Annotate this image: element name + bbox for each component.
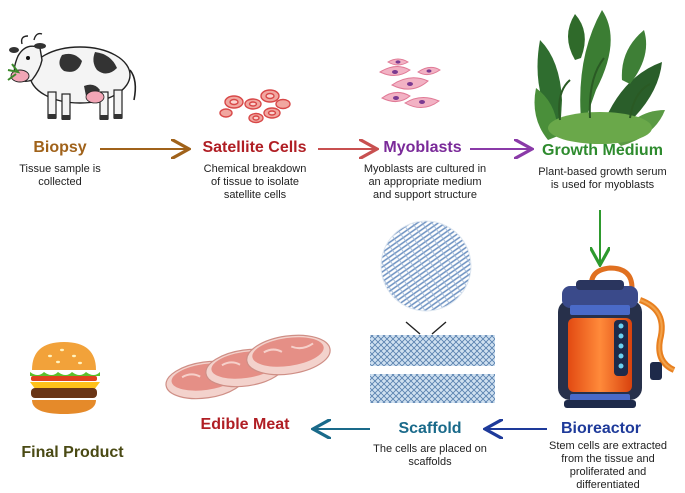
growth-medium-description: Plant-based growth serum is used for myo… — [525, 166, 680, 192]
burger-icon — [30, 342, 100, 414]
myoblasts-desc-line: an appropriate medium — [368, 176, 482, 188]
satellite-cells-description: Chemical breakdown of tissue to isolate … — [185, 163, 325, 202]
growth-desc-line: Plant-based growth serum — [538, 166, 667, 178]
growth-medium-title: Growth Medium — [542, 142, 663, 159]
satellite-cells-icon — [219, 89, 291, 124]
myoblasts-title: Myoblasts — [383, 139, 462, 156]
plant-icon — [534, 10, 665, 146]
satellite-desc-line: of tissue to isolate — [210, 176, 300, 188]
bioreactor-title: Bioreactor — [560, 420, 642, 437]
bioreactor-desc-line: from the tissue and — [561, 453, 655, 465]
bioreactor-icon — [558, 265, 676, 408]
biopsy-description: Tissue sample is collected — [5, 163, 115, 189]
edible-meat-title: Edible Meat — [200, 416, 290, 433]
bioreactor-desc-line: proliferated and — [569, 466, 647, 478]
myoblasts-desc-line: and support structure — [373, 189, 477, 201]
cow-icon — [7, 32, 137, 120]
biopsy-title: Biopsy — [33, 139, 87, 156]
meat-slices-icon — [165, 334, 331, 400]
growth-desc-line: is used for myoblasts — [550, 179, 655, 191]
bioreactor-desc-line: Stem cells are extracted — [549, 440, 667, 452]
satellite-cells-title: Satellite Cells — [202, 139, 307, 156]
scaffold-desc-line: scaffolds — [408, 456, 452, 468]
myoblast-cells-icon — [378, 58, 441, 108]
myoblasts-description: Myoblasts are cultured in an appropriate… — [350, 163, 500, 202]
biopsy-desc-line: collected — [38, 176, 82, 188]
myoblasts-desc-line: Myoblasts are cultured in — [363, 163, 487, 175]
final-product-title: Final Product — [21, 444, 124, 461]
satellite-desc-line: Chemical breakdown — [203, 163, 307, 175]
scaffold-desc-line: The cells are placed on — [373, 443, 487, 455]
bioreactor-description: Stem cells are extracted from the tissue… — [538, 440, 678, 492]
scaffold-title: Scaffold — [398, 420, 462, 437]
scaffold-description: The cells are placed on scaffolds — [355, 443, 505, 469]
biopsy-desc-line: Tissue sample is — [19, 163, 101, 175]
satellite-desc-line: satellite cells — [223, 189, 287, 201]
bioreactor-desc-line: differentiated — [576, 479, 640, 491]
scaffold-icon — [370, 220, 495, 403]
